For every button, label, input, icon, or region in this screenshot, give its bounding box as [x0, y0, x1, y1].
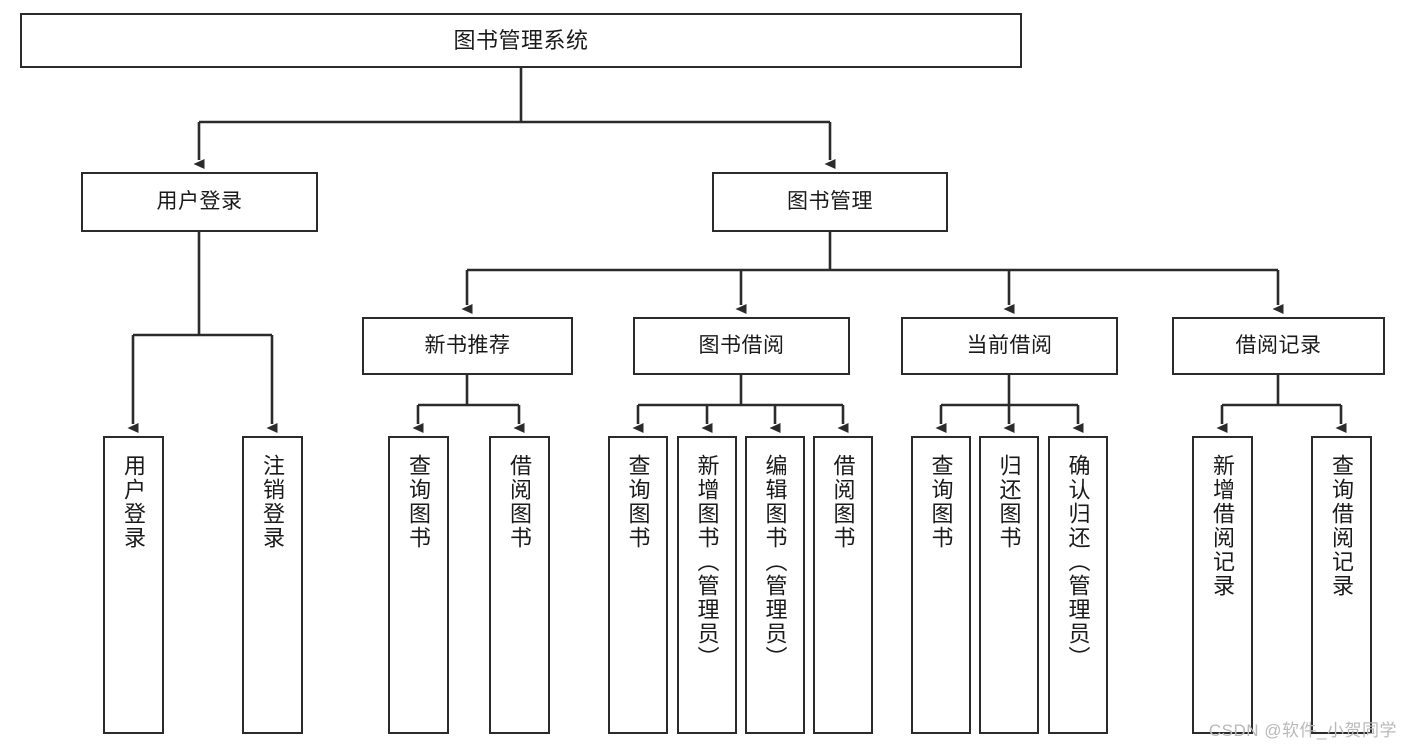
- node-label: 用户登录: [156, 189, 243, 213]
- leaf-book-borrow-edit[interactable]: 编辑图书（管理员）: [745, 436, 805, 734]
- node-label: 图书管理系统: [453, 27, 589, 53]
- node-book-management[interactable]: 图书管理: [712, 172, 948, 232]
- node-label: 编辑图书（管理员）: [762, 454, 788, 670]
- leaf-new-book-query[interactable]: 查询图书: [388, 436, 449, 734]
- leaf-borrow-record-query[interactable]: 查询借阅记录: [1311, 436, 1372, 734]
- node-book-borrow[interactable]: 图书借阅: [633, 317, 850, 375]
- leaf-borrow-record-add[interactable]: 新增借阅记录: [1192, 436, 1253, 734]
- node-label: 借阅图书: [830, 454, 856, 550]
- node-user-login[interactable]: 用户登录: [81, 172, 318, 232]
- node-label: 查询图书: [928, 454, 954, 550]
- leaf-current-borrow-return[interactable]: 归还图书: [979, 436, 1039, 734]
- node-label: 归还图书: [996, 454, 1022, 550]
- node-label: 新书推荐: [424, 333, 511, 357]
- node-label: 查询借阅记录: [1329, 454, 1355, 598]
- leaf-user-login-login[interactable]: 用户登录: [103, 436, 164, 734]
- node-label: 图书管理: [787, 189, 873, 213]
- leaf-current-borrow-confirm-return[interactable]: 确认归还（管理员）: [1048, 436, 1108, 734]
- leaf-book-borrow-add[interactable]: 新增图书（管理员）: [677, 436, 737, 734]
- node-label: 注销登录: [260, 454, 286, 550]
- node-label: 查询图书: [625, 454, 651, 550]
- node-label: 新增借阅记录: [1210, 454, 1236, 598]
- leaf-current-borrow-query[interactable]: 查询图书: [911, 436, 971, 734]
- leaf-user-login-logout[interactable]: 注销登录: [242, 436, 303, 734]
- node-label: 图书借阅: [698, 333, 785, 357]
- csdn-watermark: CSDN @软件_小贺同学: [1208, 721, 1397, 740]
- node-label: 借阅记录: [1235, 333, 1322, 357]
- leaf-new-book-borrow[interactable]: 借阅图书: [489, 436, 550, 734]
- node-current-borrow[interactable]: 当前借阅: [901, 317, 1118, 375]
- node-label: 新增图书（管理员）: [694, 454, 720, 670]
- node-root-system[interactable]: 图书管理系统: [20, 13, 1022, 68]
- node-borrow-record[interactable]: 借阅记录: [1172, 317, 1385, 375]
- node-new-book-recommend[interactable]: 新书推荐: [362, 317, 573, 375]
- node-label: 当前借阅: [966, 333, 1053, 357]
- node-label: 用户登录: [121, 454, 147, 550]
- node-label: 借阅图书: [507, 454, 533, 550]
- leaf-book-borrow-query[interactable]: 查询图书: [608, 436, 668, 734]
- node-label: 查询图书: [406, 454, 432, 550]
- node-label: 确认归还（管理员）: [1065, 454, 1091, 670]
- leaf-book-borrow-borrow[interactable]: 借阅图书: [813, 436, 873, 734]
